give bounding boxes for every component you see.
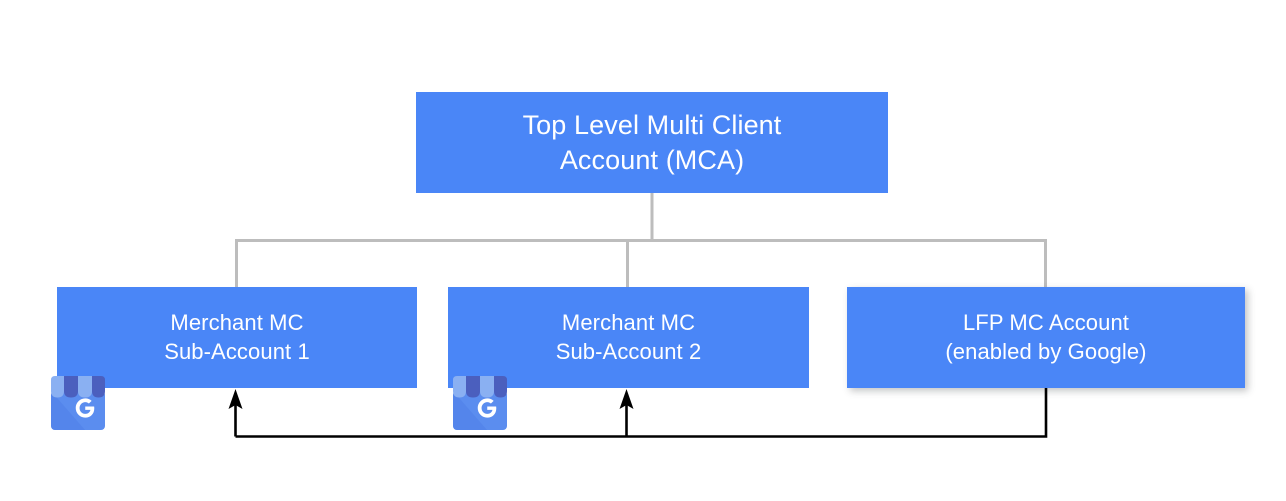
node-merchant-mc-sub-account-2[interactable]: Merchant MC Sub-Account 2 [448,287,809,388]
node-merchant-mc-sub-account-1-label: Merchant MC Sub-Account 1 [164,310,310,364]
arrowhead-to-sub-account-2 [619,389,634,409]
node-top-level-mca-label: Top Level Multi Client Account (MCA) [522,109,782,175]
storefront-body-shading [51,391,85,430]
storefront-awning [51,376,105,398]
google-g-glyph [75,398,95,418]
google-my-business-storefront-icon [51,376,105,430]
tree-connector-mca-to-children [235,193,1047,287]
arrowhead-to-sub-account-1 [228,389,243,409]
node-lfp-mc-account-label: LFP MC Account (enabled by Google) [945,310,1147,364]
google-my-business-storefront-icon [453,376,507,430]
node-top-level-mca[interactable]: Top Level Multi Client Account (MCA) [416,92,888,193]
node-lfp-mc-account[interactable]: LFP MC Account (enabled by Google) [847,287,1245,388]
node-merchant-mc-sub-account-2-label: Merchant MC Sub-Account 2 [555,310,702,364]
node-merchant-mc-sub-account-1[interactable]: Merchant MC Sub-Account 1 [57,287,417,388]
data-flow-bus [235,388,1048,438]
